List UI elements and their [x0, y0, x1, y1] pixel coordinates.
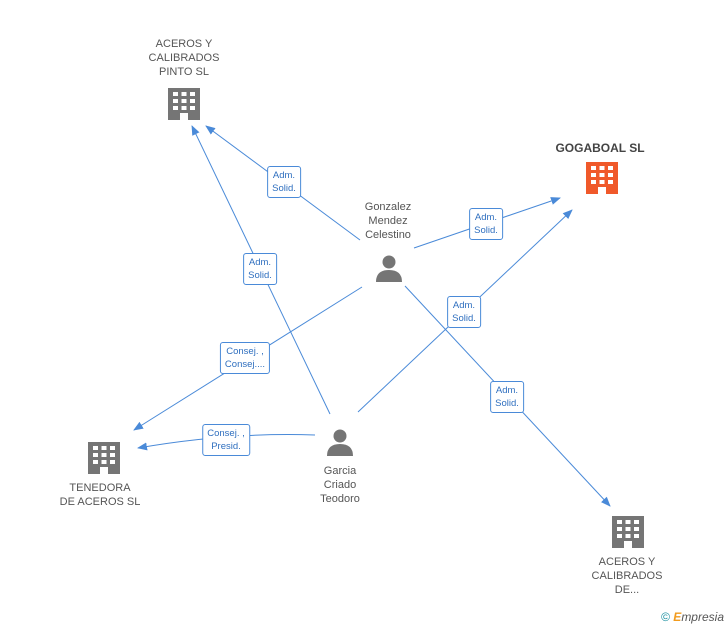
- building-icon: [168, 88, 200, 120]
- edge-label-role[interactable]: Adm. Solid.: [490, 381, 524, 413]
- copyright-icon: ©: [661, 610, 670, 624]
- building-icon: [612, 516, 644, 548]
- edge-label-role[interactable]: Consej. , Consej....: [219, 342, 271, 374]
- building-icon: [586, 162, 618, 194]
- brand-footer[interactable]: © Empresia: [661, 610, 724, 624]
- edge-label-role[interactable]: Adm. Solid.: [267, 166, 301, 198]
- brand-name: mpresia: [681, 610, 724, 624]
- edge-label-role[interactable]: Adm. Solid.: [469, 208, 503, 240]
- node-label-tenedora[interactable]: TENEDORA DE ACEROS SL: [59, 482, 141, 508]
- node-label-gonzalez[interactable]: Gonzalez Mendez Celestino: [364, 201, 412, 241]
- node-label-aceros-pinto[interactable]: ACEROS Y CALIBRADOS PINTO SL: [148, 38, 220, 78]
- building-icon: [88, 442, 120, 474]
- person-icon: [327, 429, 353, 456]
- node-label-gogaboal[interactable]: GOGABOAL SL: [555, 141, 645, 155]
- edge-label-role[interactable]: Adm. Solid.: [243, 253, 277, 285]
- node-label-aceros-de[interactable]: ACEROS Y CALIBRADOS DE...: [591, 556, 663, 596]
- edge-label-role[interactable]: Adm. Solid.: [447, 296, 481, 328]
- edge-label-role[interactable]: Consej. , Presid.: [202, 424, 250, 456]
- brand-logo-letter: E: [673, 610, 682, 624]
- person-icon: [376, 255, 402, 282]
- node-label-garcia[interactable]: Garcia Criado Teodoro: [320, 465, 360, 505]
